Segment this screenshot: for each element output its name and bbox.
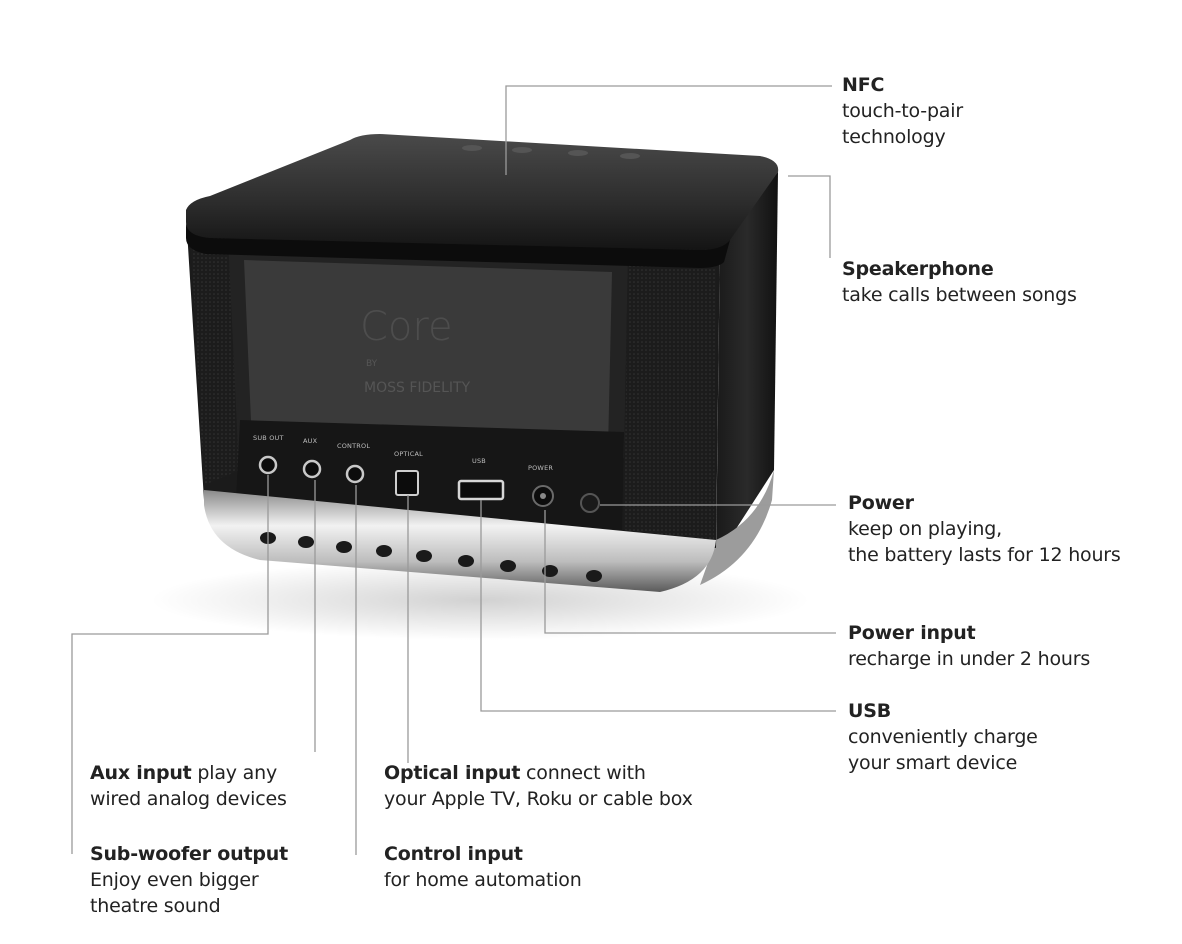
speaker-lid — [186, 134, 779, 250]
product-logo: Core — [360, 304, 453, 350]
power-callout: Power keep on playing, the battery lasts… — [848, 490, 1121, 568]
chrome-side — [700, 470, 774, 585]
control-callout: Control input for home automation — [384, 841, 582, 893]
speakerphone-title: Speakerphone — [842, 258, 994, 280]
subwoofer-leader — [71, 475, 269, 854]
left-grille — [190, 225, 240, 485]
dock-panel — [244, 260, 612, 450]
subwoofer-callout: Sub-woofer output Enjoy even bigger thea… — [90, 841, 288, 919]
subwoofer-title: Sub-woofer output — [90, 843, 288, 865]
aux-title: Aux input — [90, 762, 192, 784]
subwoofer-desc: Enjoy even bigger theatre sound — [90, 869, 259, 917]
port-label: SUB OUT — [253, 434, 284, 442]
power-input-desc: recharge in under 2 hours — [848, 648, 1091, 670]
optical-title: Optical input — [384, 762, 521, 784]
usb-callout: USB conveniently charge your smart devic… — [848, 698, 1038, 776]
product-maker: MOSS FIDELITY — [364, 380, 471, 396]
lid-edge — [186, 222, 730, 268]
usb-title: USB — [848, 700, 891, 722]
top-button-icon — [620, 153, 640, 159]
nfc-callout: NFC touch-to-pair technology — [842, 72, 963, 150]
right-grille — [624, 245, 716, 540]
top-button-icon — [462, 145, 482, 151]
speakerphone-leader — [788, 175, 831, 258]
port-label: OPTICAL — [394, 450, 423, 458]
power-input-callout: Power input recharge in under 2 hours — [848, 620, 1090, 672]
port-label: POWER — [528, 464, 553, 472]
power-input-pin — [540, 493, 546, 499]
aux-jack — [302, 459, 322, 479]
nfc-title: NFC — [842, 74, 885, 96]
optical-port — [395, 470, 419, 496]
power-input-title: Power input — [848, 622, 976, 644]
chrome-base — [204, 490, 716, 592]
speakerphone-desc: take calls between songs — [842, 284, 1077, 306]
sub-out-jack — [258, 455, 278, 475]
speaker-side-panel — [716, 172, 778, 560]
port-label: USB — [472, 457, 486, 465]
nfc-desc: touch-to-pair technology — [842, 100, 963, 148]
top-button-icon — [512, 147, 532, 153]
port-label: AUX — [303, 437, 318, 445]
connector-panel — [236, 420, 624, 530]
aux-desc: play any wired analog devices — [90, 762, 287, 810]
top-button-icon — [568, 150, 588, 156]
power-desc: keep on playing, the battery lasts for 1… — [848, 518, 1121, 566]
usb-port — [457, 479, 505, 501]
power-button — [580, 493, 600, 513]
optical-callout: Optical input connect with your Apple TV… — [384, 760, 764, 812]
control-desc: for home automation — [384, 869, 582, 891]
aux-callout: Aux input play any wired analog devices — [90, 760, 360, 812]
product-by-text: BY — [366, 359, 378, 369]
control-title: Control input — [384, 843, 523, 865]
optical-desc: connect with your Apple TV, Roku or cabl… — [384, 762, 693, 810]
port-label: CONTROL — [337, 442, 370, 450]
usb-leader — [480, 500, 836, 712]
nfc-leader — [505, 85, 832, 175]
speakerphone-callout: Speakerphone take calls between songs — [842, 256, 1077, 308]
usb-desc: conveniently charge your smart device — [848, 726, 1038, 774]
control-jack — [345, 464, 365, 484]
power-input-leader — [544, 510, 836, 634]
power-title: Power — [848, 492, 914, 514]
leader-lines — [71, 85, 836, 855]
